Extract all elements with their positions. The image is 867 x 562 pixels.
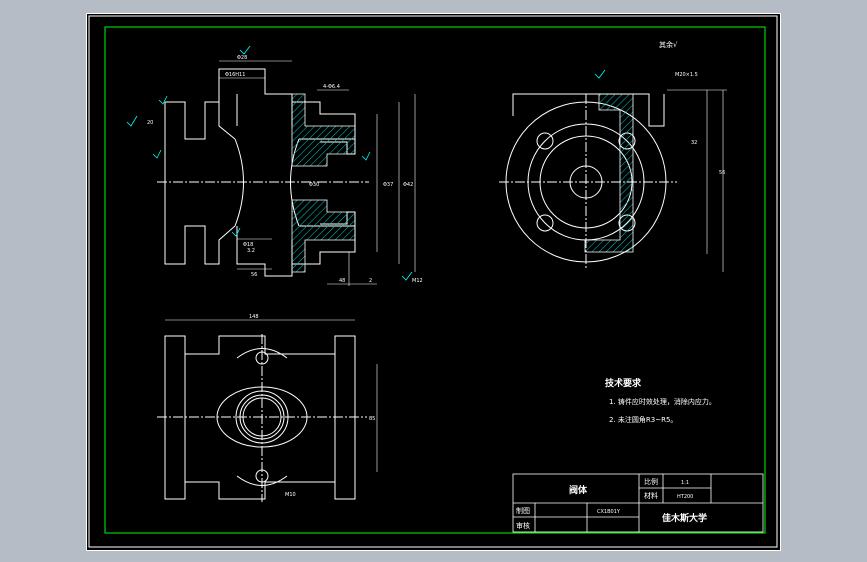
side-labels: 其余√ M20×1.5 32 56 [659,40,725,176]
part-name: 阀体 [569,484,588,496]
dim-thread-side: M12 [412,278,423,284]
dim-base-a: Φ18 [243,242,253,248]
dim-plan-len: 148 [249,314,259,320]
dim-side-h1: 32 [691,140,697,146]
dim-top-d2: Φ16H11 [225,72,245,78]
title-block-text: 阀体 比例 1:1 材料 HT200 制图 审核 CX1B01Y 佳木斯大学 [516,477,707,530]
dim-ra: 3.2 [247,248,255,254]
tech-req-item-2: 2. 未注圆角R3~R5。 [609,415,677,424]
technical-requirements: 技术要求 1. 铸件应时效处理，消除内应力。 2. 未注圆角R3~R5。 [605,377,716,424]
inner-border [104,26,766,534]
dim-plan-h: 85 [369,416,375,422]
dim-bore: Φ30 [309,182,319,188]
checked-label: 审核 [516,521,530,530]
front-section-view [157,68,369,277]
outer-frame [88,15,778,548]
tech-req-item-1: 1. 铸件应时效处理，消除内应力。 [609,397,716,406]
scale-label: 比例 [644,477,658,486]
dim-bottom: 2 [369,278,372,284]
drawing-canvas: Φ28 Φ16H11 4-Φ6.4 20 Φ30 Φ37 Φ42 Φ18 56 … [88,15,778,548]
drawing-number: CX1B01Y [597,509,621,515]
dim-left-w: 20 [147,120,153,126]
roughness-marks [126,45,606,281]
tech-req-heading: 技术要求 [605,377,642,389]
front-dimensions [219,60,416,286]
front-dimension-labels: Φ28 Φ16H11 4-Φ6.4 20 Φ30 Φ37 Φ42 Φ18 56 … [147,55,423,284]
material-value: HT200 [677,494,693,500]
material-label: 材料 [644,491,658,500]
side-section-hatch [584,93,634,253]
surface-note: 其余√ [659,40,678,49]
dim-bottom-w: 48 [339,278,345,284]
dim-top-d1: Φ28 [237,55,247,61]
plan-view [157,319,378,502]
dim-flange-a: Φ37 [383,182,393,188]
scale-value: 1:1 [681,480,689,486]
front-section-hatch [291,93,356,273]
cad-viewport[interactable]: Φ28 Φ16H11 4-Φ6.4 20 Φ30 Φ37 Φ42 Φ18 56 … [86,13,781,551]
title-block [512,473,764,533]
dim-plan-hole: M10 [285,492,296,498]
plan-labels: 148 85 M10 [249,314,375,498]
dim-thread-top: 4-Φ6.4 [323,84,340,90]
dim-side-thread: M20×1.5 [675,72,698,78]
dim-side-h2: 56 [719,170,725,176]
institution: 佳木斯大学 [662,512,707,524]
dim-mid-h: 56 [251,272,257,278]
dim-flange-b: Φ42 [403,182,413,188]
drawn-label: 制图 [516,506,530,515]
